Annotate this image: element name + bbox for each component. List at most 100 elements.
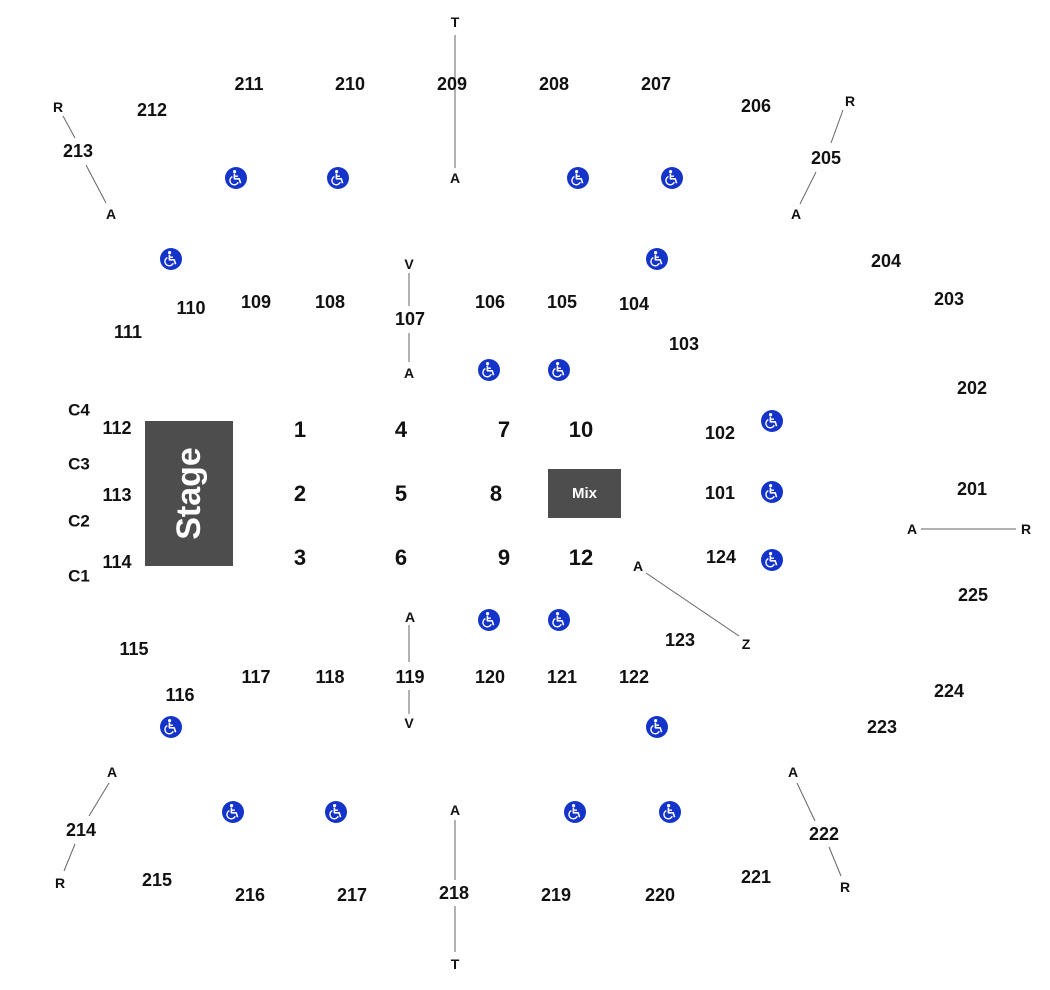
section-218[interactable]: 218 (438, 883, 470, 903)
wheelchair-icon (325, 801, 347, 823)
section-206[interactable]: 206 (740, 96, 772, 116)
section-121[interactable]: 121 (546, 667, 578, 687)
row-marker: A (906, 521, 918, 537)
section-c2[interactable]: C2 (68, 511, 90, 531)
wheelchair-icon (646, 716, 668, 738)
section-124[interactable]: 124 (705, 547, 737, 567)
section-117[interactable]: 117 (241, 667, 271, 687)
wheelchair-icon (659, 801, 681, 823)
section-101[interactable]: 101 (704, 483, 736, 503)
wheelchair-icon (225, 167, 247, 189)
section-116[interactable]: 116 (165, 685, 195, 705)
row-marker: A (790, 206, 802, 222)
row-marker: A (449, 170, 461, 186)
floor-section-6[interactable]: 6 (394, 545, 408, 570)
section-112[interactable]: 112 (102, 418, 132, 438)
wheelchair-icon (761, 410, 783, 432)
section-221[interactable]: 221 (740, 867, 772, 887)
wheelchair-icon (567, 167, 589, 189)
floor-section-10[interactable]: 10 (568, 417, 594, 442)
section-225[interactable]: 225 (957, 585, 989, 605)
row-marker: T (450, 956, 460, 972)
section-212[interactable]: 212 (136, 100, 168, 120)
section-217[interactable]: 217 (336, 885, 368, 905)
floor-section-1[interactable]: 1 (293, 417, 307, 442)
wheelchair-icon (661, 167, 683, 189)
section-104[interactable]: 104 (618, 294, 650, 314)
section-c1[interactable]: C1 (68, 566, 90, 586)
row-marker: A (787, 764, 799, 780)
section-204[interactable]: 204 (870, 251, 902, 271)
section-118[interactable]: 118 (315, 667, 345, 687)
section-201[interactable]: 201 (956, 479, 988, 499)
section-209[interactable]: 209 (436, 74, 468, 94)
floor-section-5[interactable]: 5 (394, 481, 408, 506)
section-105[interactable]: 105 (546, 292, 578, 312)
wheelchair-icon (548, 609, 570, 631)
row-marker: R (54, 875, 66, 891)
section-215[interactable]: 215 (141, 870, 173, 890)
section-108[interactable]: 108 (314, 292, 346, 312)
floor-section-2[interactable]: 2 (293, 481, 307, 506)
section-214[interactable]: 214 (65, 820, 97, 840)
section-103[interactable]: 103 (668, 334, 700, 354)
section-123[interactable]: 123 (664, 630, 696, 650)
wheelchair-icon (761, 549, 783, 571)
wheelchair-icon (478, 359, 500, 381)
row-marker: R (52, 99, 64, 115)
section-205[interactable]: 205 (810, 148, 842, 168)
row-marker: R (844, 93, 856, 109)
section-113[interactable]: 113 (102, 485, 132, 505)
row-marker: V (404, 256, 414, 272)
wheelchair-icon (761, 481, 783, 503)
stage-label: Stage (169, 447, 208, 540)
floor-section-9[interactable]: 9 (497, 545, 511, 570)
wheelchair-icon (548, 359, 570, 381)
section-223[interactable]: 223 (866, 717, 898, 737)
section-219[interactable]: 219 (540, 885, 572, 905)
row-marker: A (632, 558, 644, 574)
row-marker: A (404, 609, 416, 625)
section-213[interactable]: 213 (62, 141, 94, 161)
row-marker: A (403, 365, 415, 381)
row-marker: A (449, 802, 461, 818)
section-c4[interactable]: C4 (68, 400, 90, 420)
floor-section-12[interactable]: 12 (568, 545, 594, 570)
section-122[interactable]: 122 (618, 667, 650, 687)
section-c3[interactable]: C3 (68, 454, 90, 474)
section-203[interactable]: 203 (933, 289, 965, 309)
section-211[interactable]: 211 (234, 74, 264, 94)
floor-section-7[interactable]: 7 (497, 417, 511, 442)
section-210[interactable]: 210 (334, 74, 366, 94)
wheelchair-icon (160, 716, 182, 738)
row-marker: R (839, 879, 851, 895)
section-109[interactable]: 109 (240, 292, 272, 312)
floor-section-8[interactable]: 8 (489, 481, 503, 506)
section-207[interactable]: 207 (640, 74, 672, 94)
section-115[interactable]: 115 (119, 639, 149, 659)
floor-section-3[interactable]: 3 (293, 545, 307, 570)
section-107[interactable]: 107 (394, 309, 426, 329)
section-114[interactable]: 114 (102, 552, 132, 572)
section-120[interactable]: 120 (474, 667, 506, 687)
floor-section-4[interactable]: 4 (394, 417, 408, 442)
wheelchair-icon (478, 609, 500, 631)
wheelchair-icon (564, 801, 586, 823)
mix-label: Mix (571, 485, 597, 502)
section-119[interactable]: 119 (395, 667, 425, 687)
section-224[interactable]: 224 (933, 681, 965, 701)
mix-position: Mix (548, 469, 621, 518)
wheelchair-icon (646, 248, 668, 270)
section-222[interactable]: 222 (808, 824, 840, 844)
section-216[interactable]: 216 (234, 885, 266, 905)
section-220[interactable]: 220 (644, 885, 676, 905)
section-106[interactable]: 106 (474, 292, 506, 312)
section-202[interactable]: 202 (956, 378, 988, 398)
section-111[interactable]: 111 (113, 322, 143, 342)
row-marker: Z (741, 636, 751, 652)
section-110[interactable]: 110 (176, 298, 206, 318)
section-102[interactable]: 102 (704, 423, 736, 443)
section-208[interactable]: 208 (538, 74, 570, 94)
wheelchair-icon (327, 167, 349, 189)
